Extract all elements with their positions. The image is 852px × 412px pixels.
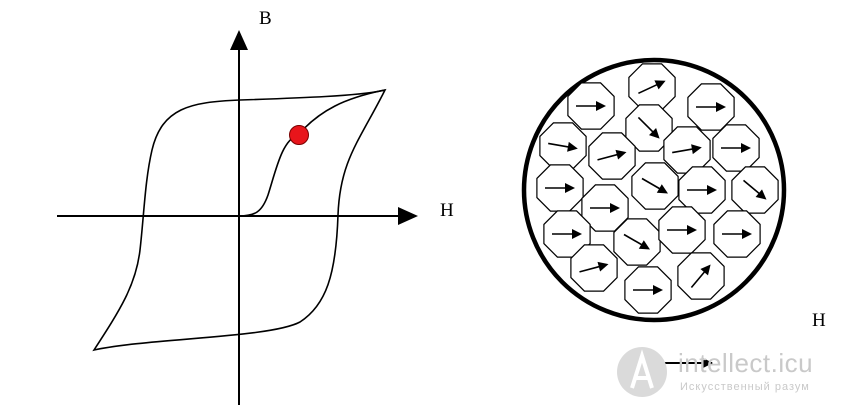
arrowhead-icon — [615, 149, 627, 160]
hysteresis-plot — [57, 30, 418, 405]
arrowhead-icon — [687, 225, 697, 235]
b-axis-arrowhead-icon — [230, 30, 248, 50]
h-axis-arrowhead-icon — [398, 207, 418, 225]
watermark-logo-icon — [617, 347, 667, 397]
arrowhead-icon — [565, 183, 575, 193]
arrowhead-icon — [656, 184, 668, 194]
b-axis-label: B — [259, 8, 272, 29]
arrowhead-icon — [716, 102, 726, 112]
arrowhead-icon — [742, 229, 752, 239]
arrowhead-icon — [596, 101, 606, 111]
arrowhead-icon — [567, 141, 578, 152]
initial-magnetization-curve — [238, 89, 386, 217]
grain-boundary-circle — [521, 57, 787, 323]
arrowhead-icon — [654, 80, 666, 90]
arrowhead-icon — [741, 143, 751, 153]
arrowhead-icon — [707, 185, 717, 195]
arrowhead-icon — [691, 144, 702, 155]
domain-diagram — [521, 57, 787, 323]
arrowhead-icon — [572, 229, 582, 239]
arrowhead-icon — [649, 128, 660, 139]
arrowhead-icon — [653, 285, 663, 295]
domain-cells — [536, 63, 779, 314]
arrowhead-icon — [597, 261, 609, 272]
arrowhead-icon — [755, 189, 767, 200]
arrowhead-icon — [700, 264, 711, 276]
hysteresis-loop — [92, 88, 387, 352]
arrowhead-icon — [638, 240, 650, 250]
h-axis-label: H — [440, 200, 454, 221]
field-label: H — [812, 310, 826, 331]
arrowhead-icon — [610, 203, 620, 213]
watermark-tagline: Искусственный разум — [680, 381, 810, 393]
watermark-brand: intellect.icu — [678, 348, 814, 378]
operating-point — [289, 125, 309, 145]
